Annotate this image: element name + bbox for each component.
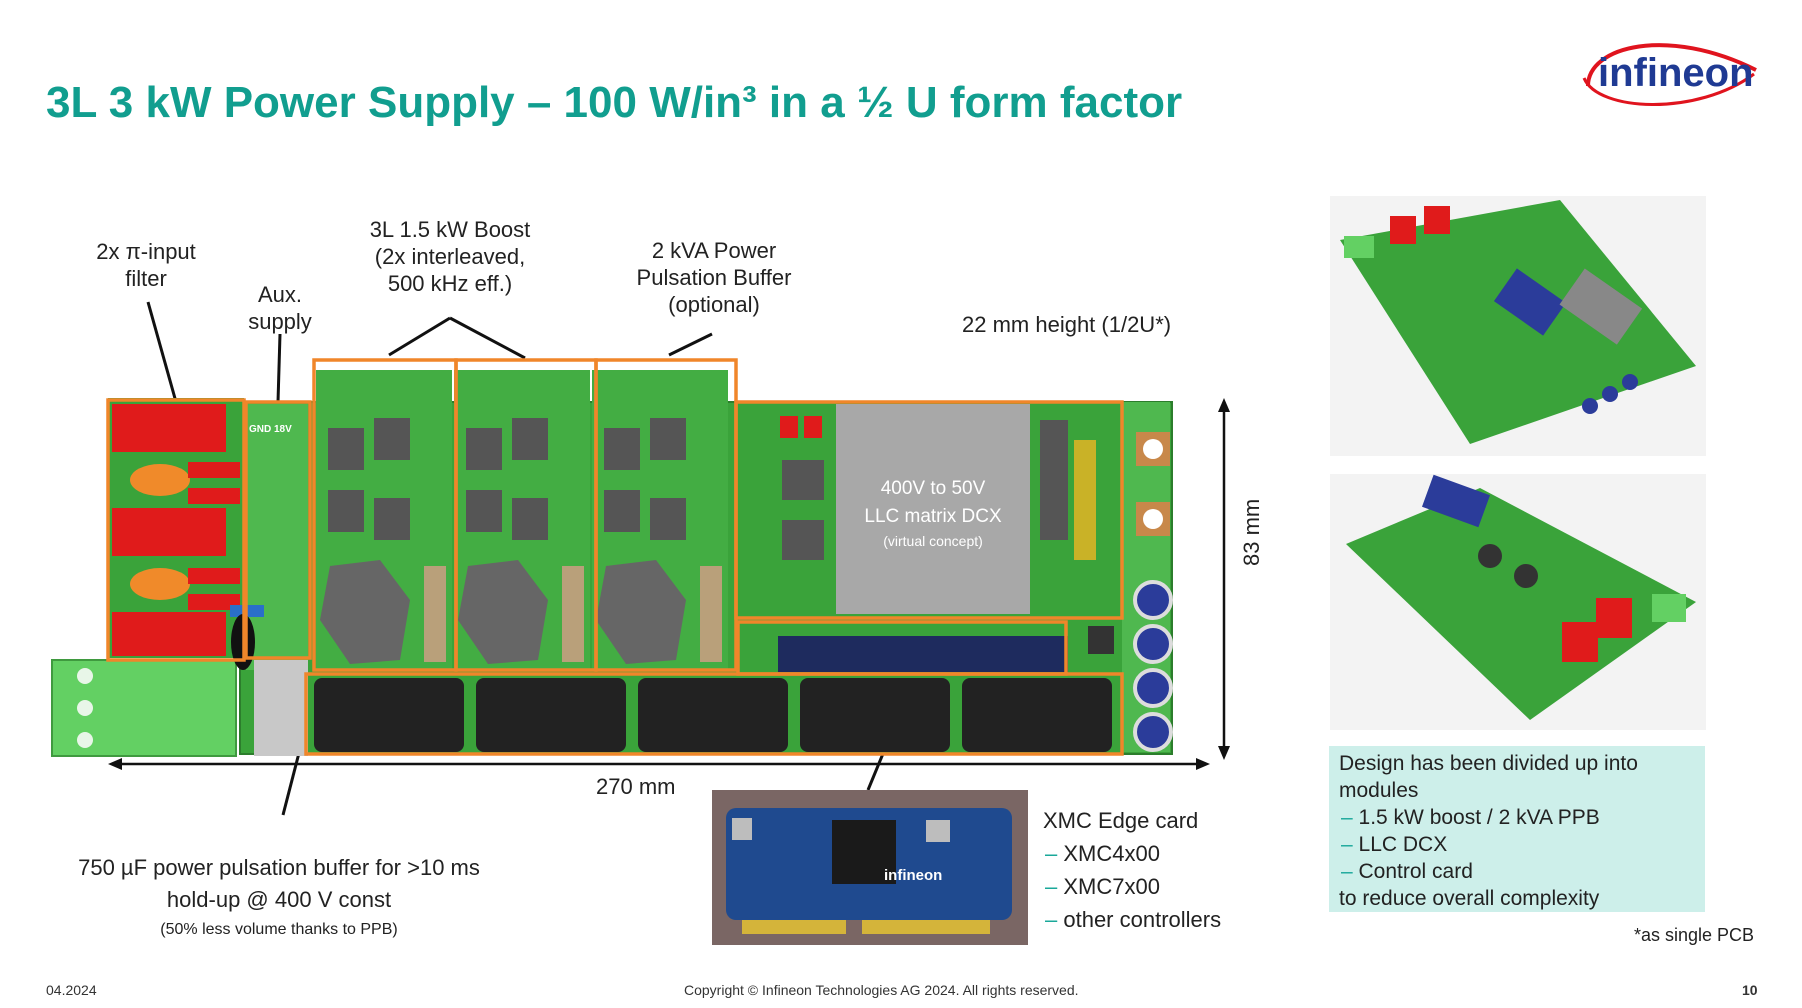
height-label: 22 mm height (1/2U*): [962, 312, 1172, 337]
svg-text:GND 18V: GND 18V: [249, 424, 292, 435]
xmc-edge-card-image: infineon: [712, 790, 1028, 945]
svg-text:(virtual concept): (virtual concept): [883, 533, 983, 549]
xmc-item: other controllers: [1043, 903, 1221, 936]
info-box-item: LLC DCX: [1339, 831, 1695, 858]
svg-text:400V to 50V: 400V to 50V: [881, 478, 986, 499]
info-box: Design has been divided up into modules …: [1329, 746, 1705, 912]
aux-supply-label: Aux. supply: [248, 282, 312, 334]
info-box-line: modules: [1339, 779, 1419, 802]
svg-text:51V: 51V: [1181, 509, 1200, 540]
info-box-line: Design has been divided up into: [1339, 752, 1638, 775]
xmc-list: XMC Edge card XMC4x00 XMC7x00 other cont…: [1043, 804, 1221, 936]
footer-copyright: Copyright © Infineon Technologies AG 202…: [684, 982, 1079, 998]
xmc-item: XMC4x00: [1043, 837, 1221, 870]
dim-width-label: 270 mm: [596, 774, 676, 799]
svg-text:GND: GND: [1181, 432, 1200, 470]
info-box-item: Control card: [1339, 858, 1695, 885]
svg-text:infineon: infineon: [1598, 51, 1754, 95]
capacitor-caption: 750 µF power pulsation buffer for >10 ms…: [78, 855, 480, 938]
infineon-logo: infineon: [1582, 43, 1757, 106]
info-box-line: to reduce overall complexity: [1339, 887, 1600, 910]
xmc-item: XMC7x00: [1043, 870, 1221, 903]
footnote: *as single PCB: [1634, 925, 1755, 945]
info-box-item: 1.5 kW boost / 2 kVA PPB: [1339, 804, 1695, 831]
dim-height-label: 83 mm: [1239, 498, 1264, 566]
ppb-label: 2 kVA Power Pulsation Buffer (optional): [636, 238, 792, 317]
slide-title: 3L 3 kW Power Supply – 100 W/in³ in a ½ …: [46, 78, 1183, 127]
svg-text:infineon: infineon: [884, 867, 942, 884]
board-render-top: [1330, 196, 1706, 456]
board-render-bottom: [1330, 474, 1706, 730]
boost-label: 3L 1.5 kW Boost (2x interleaved, 500 kHz…: [369, 217, 531, 296]
svg-text:LLC matrix DCX: LLC matrix DCX: [864, 506, 1002, 527]
page-number: 10: [1742, 982, 1758, 998]
pi-filter-label: 2x π-input filter: [96, 239, 196, 291]
xmc-title: XMC Edge card: [1043, 808, 1199, 833]
footer-date: 04.2024: [46, 982, 97, 998]
